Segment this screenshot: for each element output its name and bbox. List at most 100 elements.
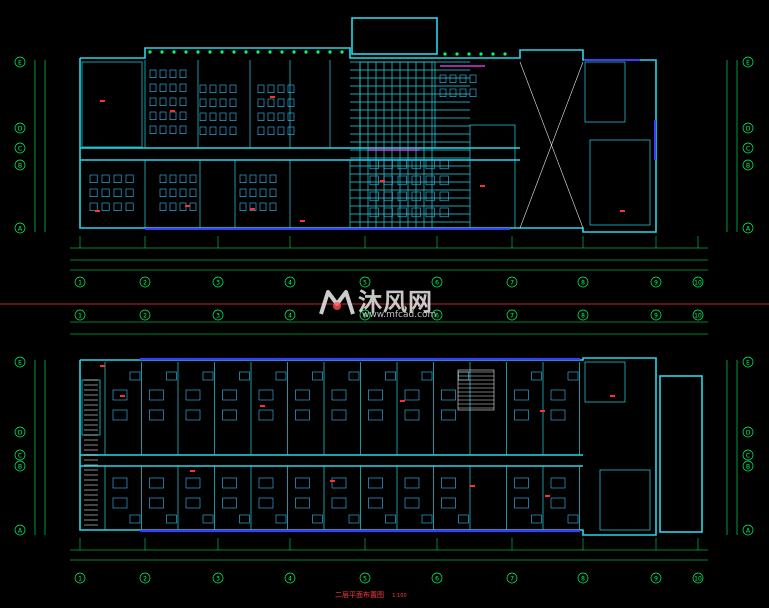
desk	[459, 74, 467, 83]
bed	[441, 389, 456, 401]
wardrobe	[239, 514, 250, 524]
desk	[219, 112, 227, 121]
wardrobe	[531, 371, 542, 381]
bed	[258, 497, 274, 509]
axis-bubble	[742, 426, 754, 438]
plant-dot	[208, 50, 212, 54]
desk	[179, 97, 187, 106]
bed	[112, 477, 128, 489]
desk	[199, 84, 207, 93]
bed	[550, 477, 566, 489]
desk	[179, 69, 187, 78]
axis-label: 3	[216, 280, 220, 287]
desk	[159, 97, 167, 106]
desk	[229, 84, 237, 93]
bed	[404, 389, 420, 401]
plant-dot	[196, 50, 200, 54]
axis-bubble	[650, 276, 662, 288]
bed	[258, 477, 274, 489]
axis-bubble	[212, 309, 224, 321]
axis-bubble	[742, 159, 754, 171]
axis-label: 10	[694, 576, 702, 583]
desk	[229, 98, 237, 107]
desk	[125, 202, 134, 211]
desk	[169, 97, 177, 106]
bed	[222, 477, 237, 489]
axis-label: 2	[143, 280, 147, 287]
top-dimensions	[34, 60, 738, 271]
bottom-red-marks	[100, 365, 615, 497]
axis-label: D	[18, 126, 23, 133]
desk	[369, 175, 379, 186]
desk	[169, 125, 177, 134]
axis-bubble	[742, 122, 754, 134]
plant-dot	[172, 50, 176, 54]
desk	[179, 83, 187, 92]
red-label	[100, 365, 105, 367]
bed	[295, 477, 310, 489]
desk	[425, 191, 435, 202]
plant-dot	[268, 50, 272, 54]
axis-bubble	[139, 309, 151, 321]
desk	[269, 174, 277, 183]
plant-dot	[479, 52, 483, 56]
axis-label: 3	[216, 576, 220, 583]
bed	[295, 409, 310, 421]
desk	[425, 175, 435, 186]
red-label	[100, 100, 105, 102]
axis-label: B	[746, 163, 750, 170]
axis-bubble	[74, 276, 86, 288]
axis-bubble	[650, 572, 662, 584]
bed	[149, 389, 164, 401]
axis-bubble	[284, 276, 296, 288]
bed	[550, 409, 566, 421]
axis-label: A	[746, 528, 751, 535]
desk	[149, 69, 157, 78]
wardrobe	[166, 371, 177, 381]
bed	[185, 409, 201, 421]
desk	[269, 188, 277, 197]
plant-dot	[503, 52, 507, 56]
red-label	[540, 410, 545, 412]
axis-bubble	[577, 276, 589, 288]
desk	[113, 174, 122, 183]
wardrobe	[239, 371, 250, 381]
desk	[269, 202, 277, 211]
desk	[267, 126, 275, 135]
red-label	[480, 185, 485, 187]
desk	[439, 159, 449, 170]
desk	[411, 207, 421, 218]
axis-label: B	[746, 464, 750, 471]
axis-label: 6	[435, 280, 439, 287]
desk	[159, 125, 167, 134]
desk	[259, 188, 267, 197]
desk	[179, 111, 187, 120]
wardrobe	[275, 514, 287, 524]
axis-label: 4	[288, 576, 292, 583]
desk	[89, 188, 98, 197]
bottom-windows	[140, 357, 580, 533]
axis-label: 2	[143, 576, 147, 583]
wardrobe	[348, 371, 360, 381]
desk	[397, 175, 407, 186]
desk	[149, 97, 157, 106]
axis-label: 9	[654, 576, 658, 583]
desk	[189, 174, 197, 183]
bottom-rooms	[81, 361, 651, 531]
wardrobe	[166, 514, 177, 524]
axis-bubble	[577, 572, 589, 584]
bed	[368, 497, 383, 509]
bed	[258, 409, 274, 421]
desk	[229, 112, 237, 121]
axis-bubble	[742, 222, 754, 234]
top-windows	[145, 59, 656, 230]
bed	[185, 477, 201, 489]
bed	[368, 477, 383, 489]
desk	[469, 88, 477, 97]
bed	[149, 497, 164, 509]
wardrobe	[421, 371, 433, 381]
bed	[331, 497, 347, 509]
